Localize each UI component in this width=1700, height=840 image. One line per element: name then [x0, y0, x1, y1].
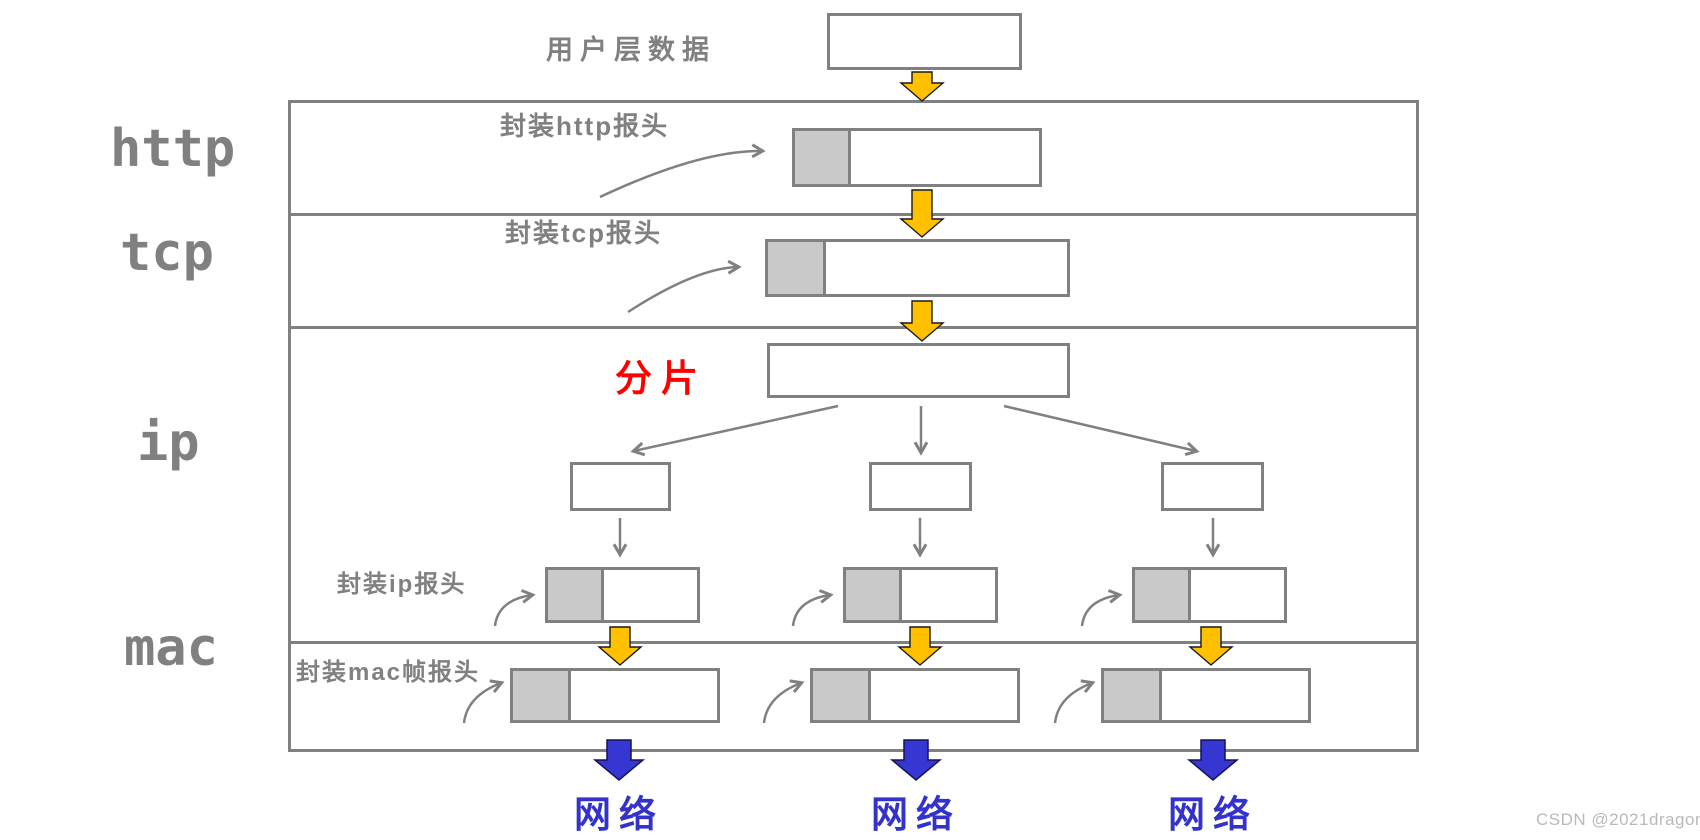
fragment-label: 分片 — [615, 358, 707, 399]
divider-tcp-ip — [291, 326, 1416, 329]
divider-ip-mac — [291, 641, 1416, 644]
arrow-userdata-to-http-icon — [899, 71, 945, 102]
user-data-box — [827, 13, 1022, 70]
ip-datagram-box — [767, 343, 1070, 398]
network-label-1: 网络 — [574, 794, 664, 835]
ip-packet-box-2 — [843, 567, 998, 623]
encap-tcp-label: 封装tcp报头 — [505, 218, 663, 248]
ip-packet-box-3 — [1132, 567, 1287, 623]
tcp-packet-box — [765, 239, 1070, 297]
ip-header-segment-3 — [1135, 570, 1191, 620]
mac-header-segment-3 — [1104, 671, 1162, 720]
tcp-header-segment — [768, 242, 826, 294]
layer-label-ip: ip — [137, 413, 200, 473]
layer-label-tcp: tcp — [120, 223, 214, 283]
ip-packet-box-1 — [545, 567, 700, 623]
user-data-label: 用户层数据 — [546, 35, 716, 65]
ip-header-segment-1 — [548, 570, 604, 620]
watermark: CSDN @2021dragon — [1536, 810, 1700, 829]
mac-frame-box-3 — [1101, 668, 1311, 723]
layer-label-http: http — [110, 119, 236, 179]
protocol-stack-outline — [288, 100, 1419, 752]
ip-header-segment-2 — [846, 570, 902, 620]
network-label-3: 网络 — [1168, 794, 1258, 835]
mac-header-segment-1 — [513, 671, 571, 720]
fragment-box-1 — [570, 462, 671, 511]
divider-http-tcp — [291, 213, 1416, 216]
mac-header-segment-2 — [813, 671, 871, 720]
mac-frame-box-1 — [510, 668, 720, 723]
network-label-2: 网络 — [871, 794, 961, 835]
encap-mac-label: 封装mac帧报头 — [296, 659, 481, 686]
http-packet-box — [792, 128, 1042, 187]
fragment-box-3 — [1161, 462, 1264, 511]
layer-label-mac: mac — [124, 618, 218, 678]
encap-ip-label: 封装ip报头 — [337, 571, 467, 598]
http-header-segment — [795, 131, 851, 184]
mac-frame-box-2 — [810, 668, 1020, 723]
encap-http-label: 封装http报头 — [500, 111, 670, 141]
fragment-box-2 — [869, 462, 972, 511]
